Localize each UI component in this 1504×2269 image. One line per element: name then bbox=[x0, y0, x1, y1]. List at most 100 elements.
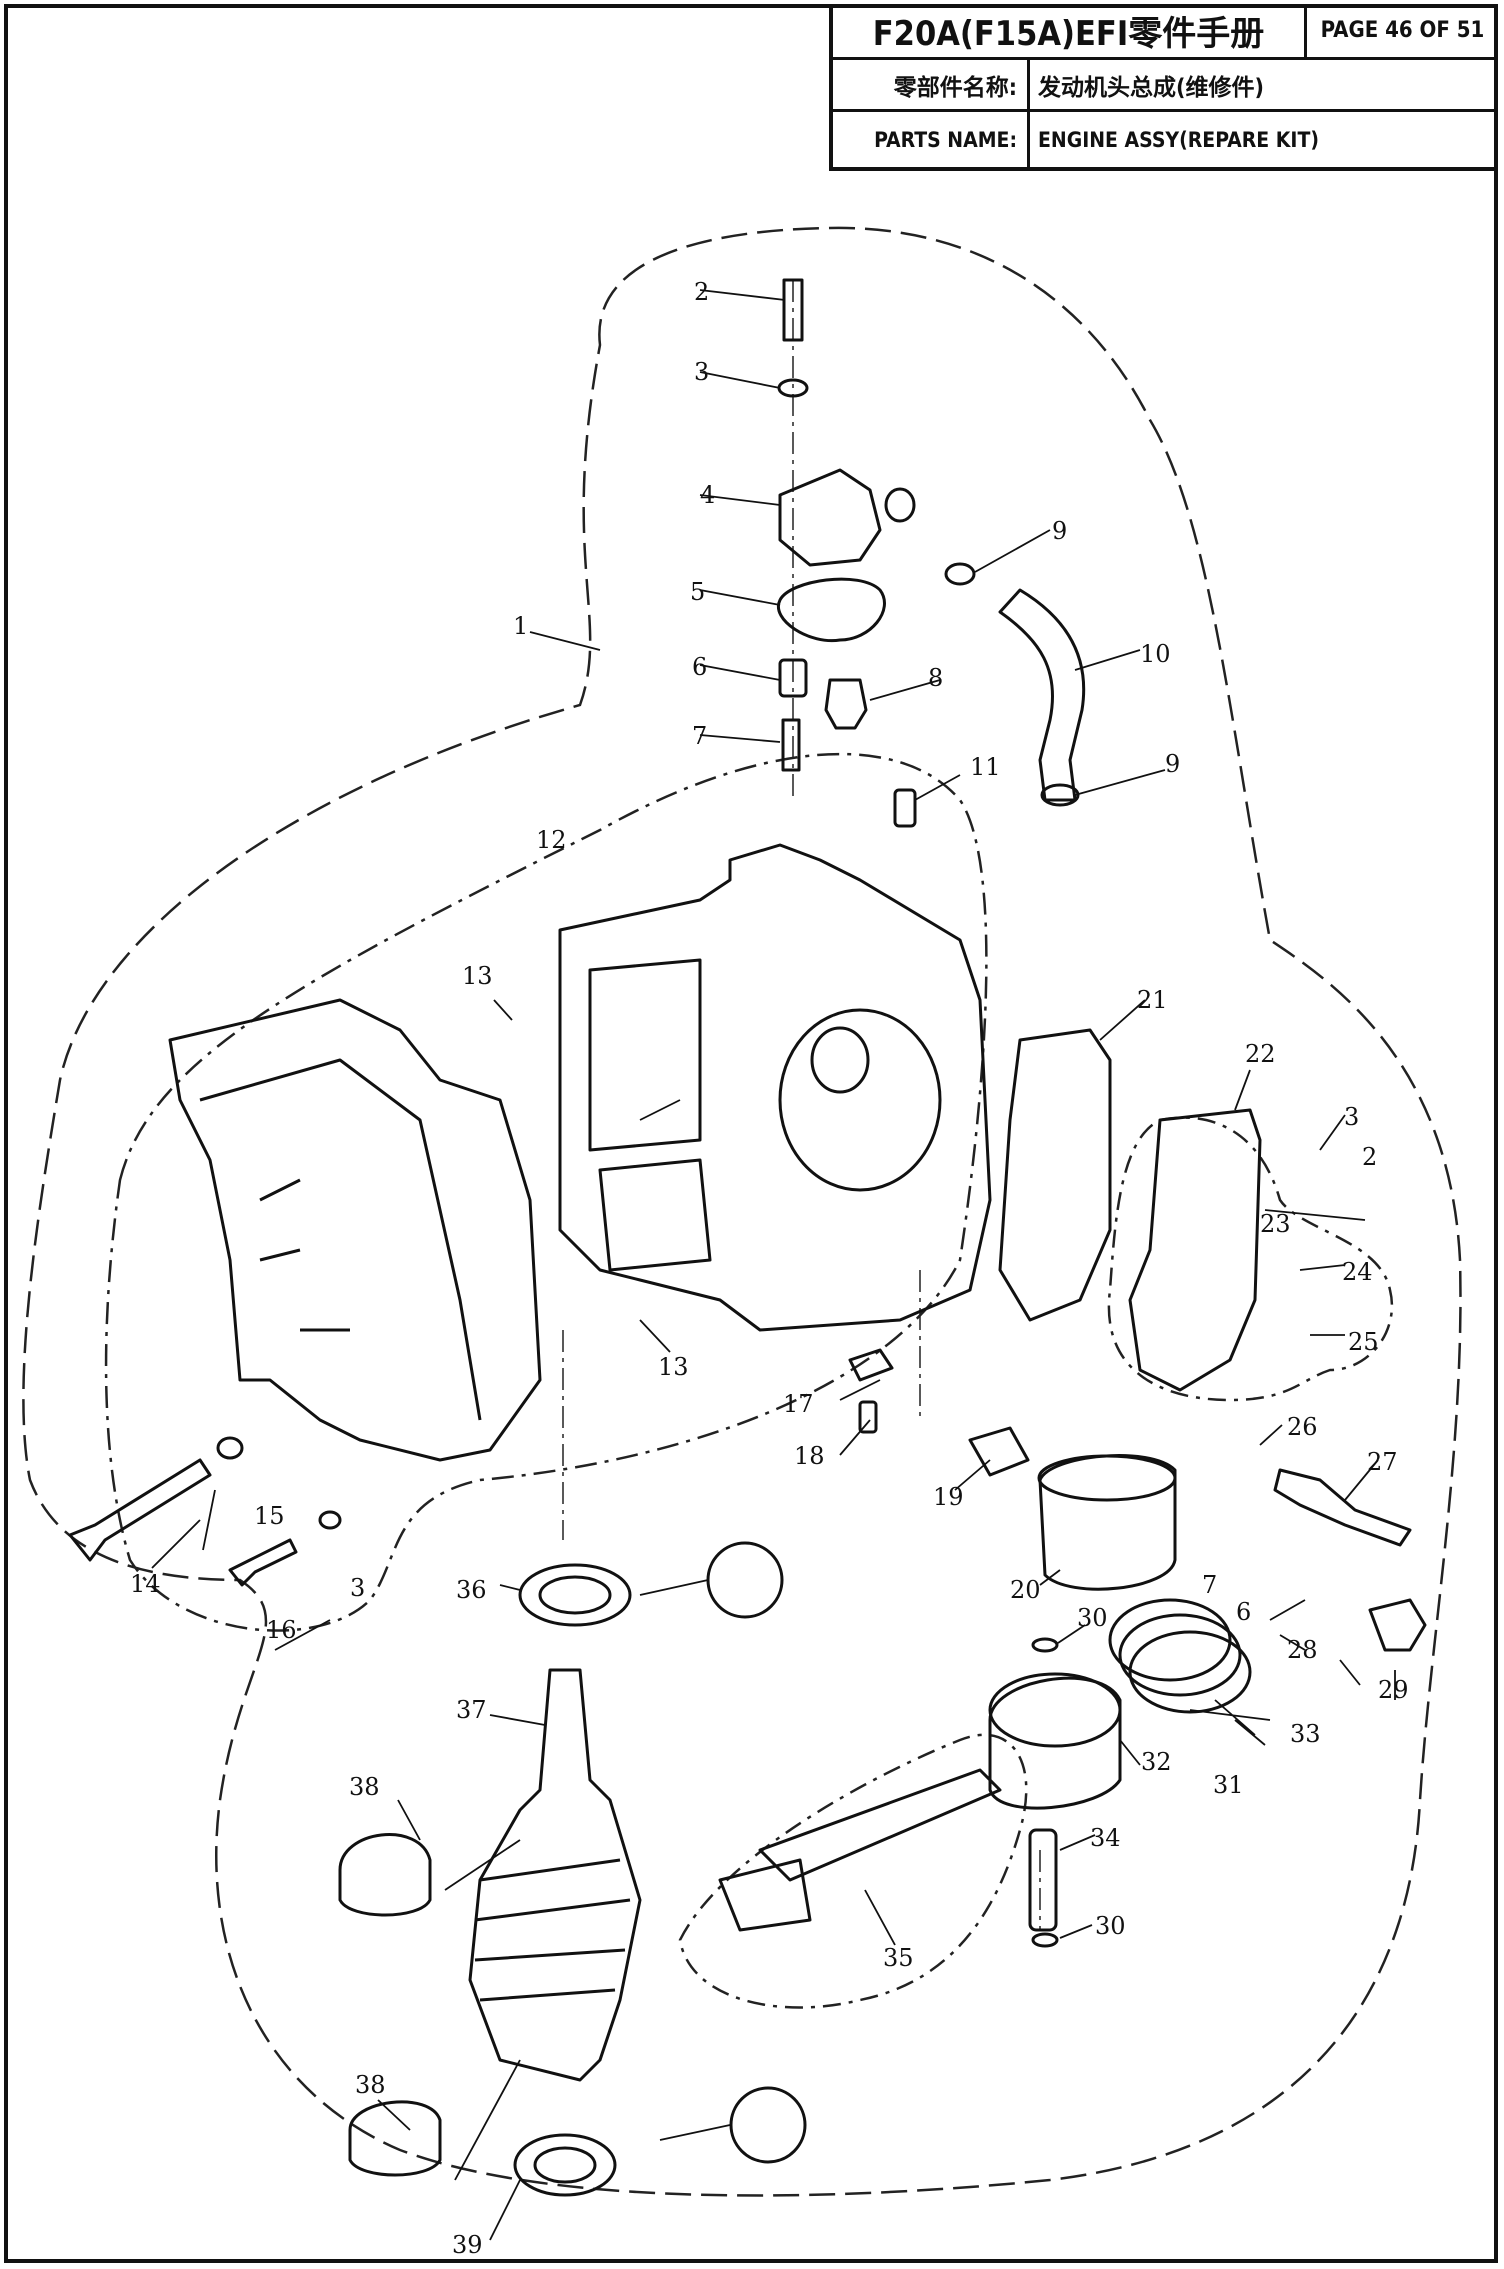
thermostat-8 bbox=[824, 678, 868, 730]
callout-17: 17 bbox=[783, 1390, 814, 1418]
callout-13: 13 bbox=[462, 962, 493, 990]
nut-17 bbox=[848, 1348, 894, 1382]
bolt-18 bbox=[858, 1400, 878, 1434]
seal-36 bbox=[518, 1563, 632, 1627]
cover-plate-23 bbox=[1128, 1108, 1262, 1392]
callout-1: 1 bbox=[513, 612, 528, 640]
callout-29: 29 bbox=[1378, 1676, 1409, 1704]
thermostat-outlet bbox=[884, 487, 916, 523]
filter-nipple-19 bbox=[968, 1426, 1030, 1477]
clamp-9-bottom bbox=[1040, 783, 1080, 807]
callout-38: 38 bbox=[349, 1773, 380, 1801]
cylinder-bore-1 bbox=[588, 958, 702, 1152]
callout-12: 12 bbox=[536, 826, 567, 854]
leader-lines bbox=[151, 289, 1396, 2241]
callout-19: 19 bbox=[933, 1483, 964, 1511]
callout-9: 9 bbox=[1052, 517, 1067, 545]
gasket-21 bbox=[998, 1028, 1112, 1322]
part-callouts: 1 2 2 3 3 3 4 5 6 6 7 7 8 9 9 10 11 12 1… bbox=[130, 278, 1409, 2259]
callout-20: 20 bbox=[1010, 1576, 1041, 1604]
conrod-cap bbox=[718, 1858, 812, 1932]
callout-30: 30 bbox=[1095, 1912, 1126, 1940]
callout-39: 39 bbox=[452, 2231, 483, 2259]
hose-10 bbox=[998, 588, 1086, 802]
callout-34: 34 bbox=[1090, 1824, 1121, 1852]
sender-27 bbox=[1273, 1468, 1412, 1547]
assembly-boundary-outer bbox=[22, 226, 1462, 2197]
conrod-35 bbox=[758, 1768, 1002, 1882]
ring-31c bbox=[1128, 1630, 1252, 1714]
part-name-label-cn: 零部件名称: bbox=[833, 60, 1030, 112]
ring-31a bbox=[1108, 1598, 1232, 1682]
callout-13: 13 bbox=[658, 1353, 689, 1381]
callout-30: 30 bbox=[1077, 1604, 1108, 1632]
bolt-7-shaft bbox=[781, 718, 801, 772]
thermostat-gasket bbox=[776, 577, 886, 643]
oil-filter-20 bbox=[1038, 1454, 1177, 1591]
callout-38: 38 bbox=[355, 2071, 386, 2099]
callout-7: 7 bbox=[692, 722, 707, 750]
seal-39-inner bbox=[533, 2146, 597, 2184]
oil-filter-top bbox=[1037, 1454, 1177, 1502]
drain-plug-29 bbox=[1368, 1598, 1427, 1652]
part-name-value-en: ENGINE ASSY(REPARE KIT) bbox=[1038, 127, 1319, 152]
seal-36-inner bbox=[538, 1575, 612, 1615]
callout-3: 3 bbox=[694, 358, 709, 386]
callout-2: 2 bbox=[1362, 1143, 1377, 1171]
drawing-border bbox=[4, 4, 1498, 2263]
bearing-38-bottom bbox=[348, 2100, 442, 2177]
callout-11: 11 bbox=[970, 753, 1001, 781]
seal-39 bbox=[513, 2133, 617, 2197]
clip-30-bottom bbox=[1031, 1932, 1059, 1948]
thermostat-housing bbox=[778, 468, 882, 567]
bolt-14 bbox=[68, 1458, 212, 1562]
detail-view-39 bbox=[729, 2086, 807, 2164]
callout-8: 8 bbox=[928, 664, 943, 692]
callout-21: 21 bbox=[1137, 986, 1168, 1014]
clip-30-top bbox=[1031, 1637, 1059, 1653]
collar-6 bbox=[778, 658, 808, 698]
callout-7: 7 bbox=[1202, 1571, 1217, 1599]
callout-26: 26 bbox=[1287, 1413, 1318, 1441]
callout-6: 6 bbox=[692, 653, 707, 681]
cover-subassy-boundary bbox=[1107, 1116, 1394, 1402]
crank-bearing-inner bbox=[810, 1026, 870, 1094]
washer-3-lower bbox=[318, 1510, 342, 1530]
bolt-16 bbox=[228, 1538, 298, 1587]
crankcase-body bbox=[168, 998, 542, 1462]
callout-25: 25 bbox=[1348, 1328, 1379, 1356]
crankcase-subassy-boundary bbox=[104, 752, 988, 1632]
callout-33: 33 bbox=[1290, 1720, 1321, 1748]
crank-bearing-seat bbox=[778, 1008, 942, 1192]
page-number: PAGE 46 OF 51 bbox=[1307, 4, 1498, 60]
callout-16: 16 bbox=[266, 1616, 297, 1644]
callout-3: 3 bbox=[1344, 1103, 1359, 1131]
conrod-subassy-boundary bbox=[678, 1733, 1028, 2009]
bearing-38-top bbox=[338, 1833, 432, 1917]
callout-37: 37 bbox=[456, 1696, 487, 1724]
piston-32 bbox=[988, 1676, 1122, 1810]
callout-23: 23 bbox=[1260, 1210, 1291, 1238]
dowel-11 bbox=[893, 788, 917, 828]
callout-4: 4 bbox=[700, 481, 715, 509]
part-name-label-en: PARTS NAME: bbox=[833, 112, 1030, 167]
manual-title: F20A(F15A)EFI零件手册 bbox=[833, 4, 1307, 60]
callout-36: 36 bbox=[456, 1576, 487, 1604]
crankshaft-37 bbox=[468, 1668, 642, 2082]
callout-35: 35 bbox=[883, 1944, 914, 1972]
piston-crown bbox=[988, 1672, 1122, 1748]
crankshaft-webs bbox=[474, 1858, 631, 2002]
callout-2: 2 bbox=[694, 278, 709, 306]
part-name-value-cn: 发动机头总成(维修件) bbox=[1030, 60, 1498, 112]
callout-31: 31 bbox=[1213, 1771, 1244, 1799]
cylinder-bore-2 bbox=[598, 1158, 712, 1272]
crankcase-ribs bbox=[199, 1058, 482, 1421]
clamp-9-top bbox=[944, 562, 976, 586]
callout-6: 6 bbox=[1236, 1598, 1251, 1626]
title-block: F20A(F15A)EFI零件手册 PAGE 46 OF 51 零部件名称: 发… bbox=[829, 4, 1498, 171]
callout-3: 3 bbox=[350, 1574, 365, 1602]
cylinder-block-body bbox=[558, 843, 992, 1332]
callout-10: 10 bbox=[1140, 640, 1171, 668]
pin-34 bbox=[1028, 1828, 1058, 1932]
